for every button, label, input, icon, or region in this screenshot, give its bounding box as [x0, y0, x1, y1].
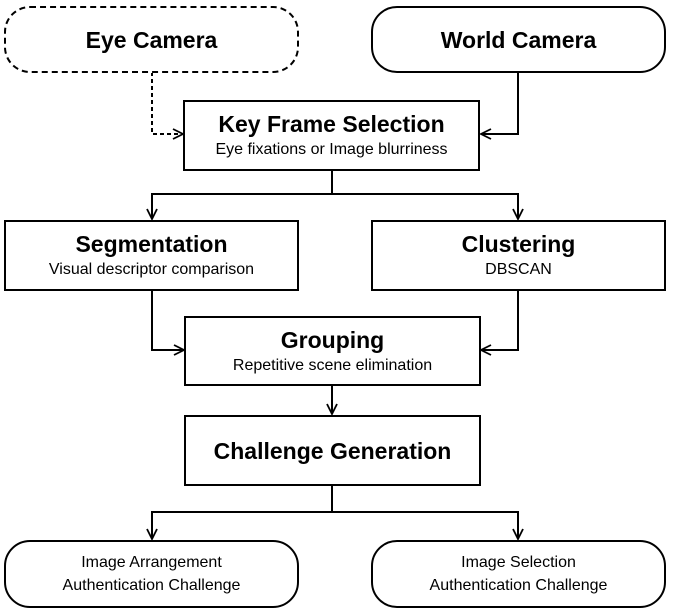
key-frame-selection-node: Key Frame Selection Eye fixations or Ima… [183, 100, 480, 171]
image-arrangement-challenge-node: Image Arrangement Authentication Challen… [4, 540, 299, 608]
edge-segmentation-to-grouping [151, 290, 184, 350]
key-frame-selection-subtitle: Eye fixations or Image blurriness [215, 141, 448, 158]
edge-world-camera-to-key-frame [481, 72, 519, 134]
edge-clustering-to-grouping [481, 290, 519, 350]
world-camera-node: World Camera [371, 6, 666, 73]
segmentation-subtitle: Visual descriptor comparison [48, 261, 255, 278]
clustering-subtitle: DBSCAN [485, 261, 552, 278]
challenge-generation-node: Challenge Generation [184, 415, 481, 486]
edge-key-frame-to-segmentation [152, 193, 332, 219]
world-camera-title: World Camera [440, 26, 597, 53]
eye-camera-title: Eye Camera [85, 26, 218, 53]
grouping-subtitle: Repetitive scene elimination [232, 356, 433, 374]
key-frame-selection-title: Key Frame Selection [218, 111, 445, 137]
image-arrangement-line2: Authentication Challenge [62, 577, 241, 594]
eye-camera-node: Eye Camera [4, 6, 299, 73]
grouping-node: Grouping Repetitive scene elimination [184, 316, 481, 386]
edge-challenge-to-image-arrangement [152, 511, 332, 539]
challenge-generation-title: Challenge Generation [213, 437, 452, 464]
clustering-title: Clustering [461, 231, 576, 257]
edge-key-frame-to-clustering [332, 193, 518, 219]
edge-challenge-to-image-selection [332, 511, 518, 539]
image-selection-line1: Image Selection [461, 554, 576, 571]
clustering-node: Clustering DBSCAN [371, 220, 666, 291]
segmentation-node: Segmentation Visual descriptor compariso… [4, 220, 299, 291]
edge-eye-camera-to-key-frame [151, 72, 183, 134]
image-arrangement-line1: Image Arrangement [81, 554, 222, 571]
image-selection-line2: Authentication Challenge [429, 577, 608, 594]
grouping-title: Grouping [280, 326, 385, 353]
image-selection-challenge-node: Image Selection Authentication Challenge [371, 540, 666, 608]
segmentation-title: Segmentation [75, 231, 228, 257]
